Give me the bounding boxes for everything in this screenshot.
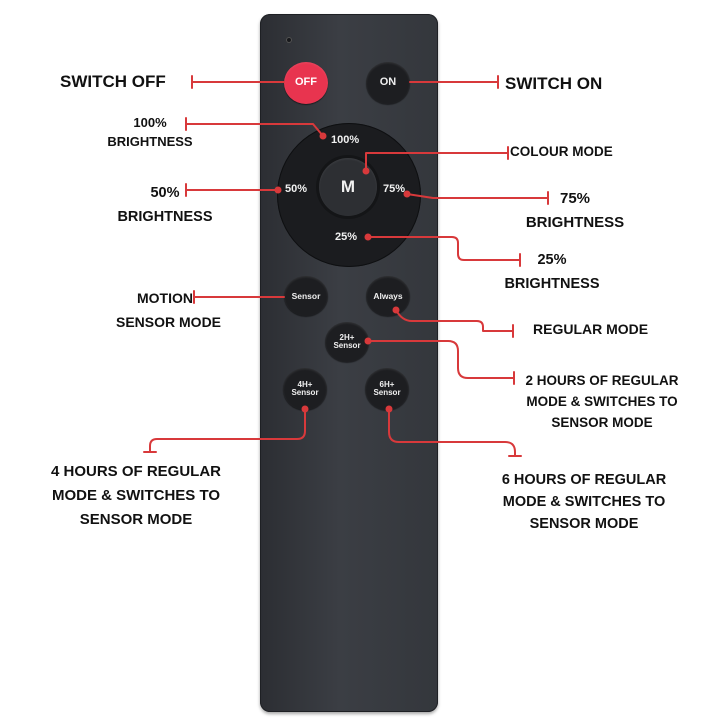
annotation-100-brightness: 100% BRIGHTNESS bbox=[102, 113, 198, 151]
indicator-led bbox=[286, 37, 292, 43]
annotation-2h: 2 HOURS OF REGULAR MODE & SWITCHES TO SE… bbox=[518, 370, 686, 433]
annotation-regular-mode: REGULAR MODE bbox=[533, 321, 648, 337]
4h-sensor-label-line2: Sensor bbox=[291, 388, 319, 397]
on-button-label: ON bbox=[379, 76, 397, 89]
annotation-2h-line1: 2 HOURS OF REGULAR bbox=[525, 373, 679, 388]
annotation-50-brightness: 50% BRIGHTNESS bbox=[110, 181, 220, 229]
brightness-50-label: 50% bbox=[285, 183, 308, 195]
brightness-25-label: 25% bbox=[335, 231, 358, 243]
4h-sensor-label-line1: 4H+ bbox=[297, 379, 313, 389]
2h-sensor-label-line2: Sensor bbox=[333, 341, 361, 350]
annotation-switch-on-text: SWITCH ON bbox=[505, 74, 603, 93]
always-button[interactable]: Always bbox=[366, 276, 410, 316]
annotation-6h-line3: SENSOR MODE bbox=[529, 516, 639, 532]
annotation-75-line2: BRIGHTNESS bbox=[525, 214, 625, 231]
annotation-4h-line1: 4 HOURS OF REGULAR bbox=[50, 463, 221, 480]
brightness-75-label: 75% bbox=[383, 183, 406, 195]
annotation-switch-off: SWITCH OFF bbox=[60, 72, 166, 92]
sensor-button-label: Sensor bbox=[291, 290, 321, 301]
colour-mode-button[interactable]: M bbox=[319, 158, 377, 216]
annotation-switch-off-text: SWITCH OFF bbox=[60, 72, 166, 91]
annotation-100-line2: BRIGHTNESS bbox=[107, 134, 193, 149]
annotation-75-line1: 75% bbox=[559, 190, 591, 207]
annotation-100-line1: 100% bbox=[133, 115, 167, 130]
annotation-6h-line2: MODE & SWITCHES TO bbox=[502, 494, 666, 510]
annotation-motion-line1: MOTION bbox=[137, 290, 193, 306]
annotation-2h-line3: SENSOR MODE bbox=[551, 415, 653, 430]
annotation-regular-mode-text: REGULAR MODE bbox=[533, 321, 649, 337]
annotation-25-line2: BRIGHTNESS bbox=[504, 276, 600, 292]
colour-mode-label: M bbox=[340, 177, 356, 196]
brightness-100-label: 100% bbox=[331, 134, 360, 146]
brightness-50-button[interactable]: 50% bbox=[285, 183, 307, 195]
annotation-25-brightness: 25% BRIGHTNESS bbox=[498, 248, 606, 296]
annotation-2h-line2: MODE & SWITCHES TO bbox=[526, 394, 678, 409]
6h-sensor-button[interactable]: 6H+ Sensor bbox=[365, 368, 409, 410]
always-button-label: Always bbox=[373, 290, 403, 301]
brightness-25-button[interactable]: 25% bbox=[335, 231, 357, 243]
annotation-75-brightness: 75% BRIGHTNESS bbox=[518, 187, 632, 235]
annotation-6h: 6 HOURS OF REGULAR MODE & SWITCHES TO SE… bbox=[494, 469, 674, 535]
annotation-colour-mode-text: COLOUR MODE bbox=[510, 144, 613, 159]
2h-sensor-button[interactable]: 2H+ Sensor bbox=[325, 322, 369, 362]
off-button[interactable]: OFF bbox=[284, 62, 328, 104]
annotation-50-line1: 50% bbox=[150, 185, 180, 201]
4h-sensor-button[interactable]: 4H+ Sensor bbox=[283, 368, 327, 410]
annotation-colour-mode: COLOUR MODE bbox=[510, 144, 613, 159]
brightness-100-button[interactable]: 100% bbox=[331, 134, 359, 146]
sensor-button[interactable]: Sensor bbox=[284, 276, 328, 316]
annotation-4h-line2: MODE & SWITCHES TO bbox=[51, 487, 221, 504]
annotation-4h: 4 HOURS OF REGULAR MODE & SWITCHES TO SE… bbox=[40, 460, 232, 532]
annotation-6h-line1: 6 HOURS OF REGULAR bbox=[501, 472, 667, 488]
6h-sensor-label-line2: Sensor bbox=[373, 388, 401, 397]
brightness-75-button[interactable]: 75% bbox=[383, 183, 405, 195]
annotation-4h-line3: SENSOR MODE bbox=[79, 511, 193, 528]
annotation-motion-sensor: MOTION SENSOR MODE bbox=[116, 286, 222, 334]
annotation-motion-line2: SENSOR MODE bbox=[116, 314, 222, 330]
off-button-label: OFF bbox=[295, 76, 317, 89]
annotation-50-line2: BRIGHTNESS bbox=[117, 209, 213, 225]
remote-body bbox=[260, 14, 438, 712]
annotation-switch-on: SWITCH ON bbox=[505, 74, 602, 94]
2h-sensor-label-line1: 2H+ bbox=[339, 332, 355, 342]
on-button[interactable]: ON bbox=[366, 62, 410, 104]
annotation-25-line1: 25% bbox=[537, 252, 567, 268]
